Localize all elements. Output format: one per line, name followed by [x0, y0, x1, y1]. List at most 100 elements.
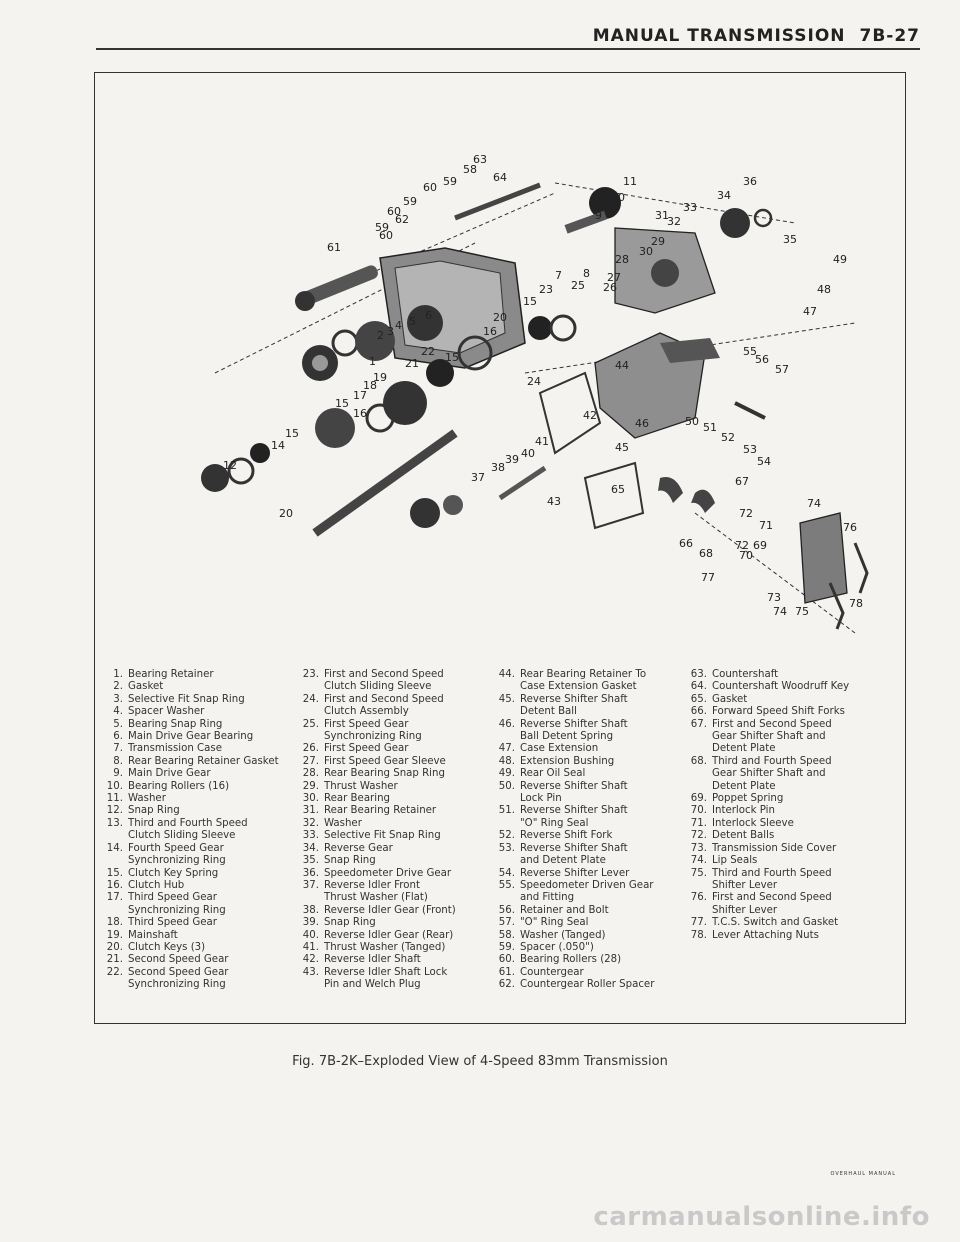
legend-item-number: 29. — [302, 780, 319, 792]
callout-number: 40 — [521, 447, 535, 460]
legend-item-text: Interlock Sleeve — [712, 817, 794, 829]
legend-item-text: First and Second Speed Clutch Assembly — [324, 693, 444, 718]
legend-item-text: Second Speed Gear — [128, 954, 229, 966]
legend-item: 18.Third Speed Gear — [101, 917, 291, 929]
shift-forks-shape — [658, 477, 715, 513]
legend-item-number: 25. — [302, 718, 319, 730]
callout-number: 59 — [375, 221, 389, 234]
legend-item-text: Speedometer Drive Gear — [324, 867, 452, 879]
legend-item-number: 54. — [498, 867, 515, 879]
callout-number: 15 — [335, 397, 349, 410]
legend-item-text: Bearing Retainer — [128, 669, 214, 680]
callout-number: 26 — [603, 281, 617, 294]
legend-item: 70.Interlock Pin — [685, 805, 903, 817]
legend-item-number: 60. — [498, 954, 515, 966]
legend-item-text: Transmission Side Cover — [712, 842, 837, 854]
legend-item-text: Rear Bearing Retainer — [324, 805, 437, 817]
legend-item: 32.Washer — [297, 818, 489, 830]
legend-item-number: 30. — [302, 793, 319, 805]
legend-item-number: 78. — [690, 929, 707, 941]
legend-item-text: Forward Speed Shift Forks — [712, 706, 845, 718]
legend-item-number: 9. — [113, 768, 123, 780]
legend-item: 76.First and Second Speed Shifter Lever — [685, 892, 903, 917]
callout-number: 59 — [443, 175, 457, 188]
legend-item-number: 4. — [113, 706, 123, 718]
callout-number: 11 — [623, 175, 637, 188]
legend-item-number: 33. — [302, 830, 319, 842]
callout-number: 30 — [639, 245, 653, 258]
legend-item-number: 53. — [498, 842, 515, 854]
callout-number: 4 — [395, 319, 402, 332]
mainshaft-gears-shape — [201, 305, 577, 492]
legend-item-text: Reverse Idler Shaft — [324, 954, 421, 966]
legend-item: 24. First and Second Speed Clutch Assembl… — [297, 694, 489, 719]
legend-item-number: 24. — [302, 693, 319, 705]
legend-item: 64.Countershaft Woodruff Key — [685, 681, 903, 693]
legend-item-text: Reverse Idler Shaft Lock Pin and Welch P… — [324, 966, 448, 991]
legend-item-number: 27. — [302, 755, 319, 767]
legend-item-text: Mainshaft — [128, 929, 178, 941]
legend-item: 39.Snap Ring — [297, 917, 489, 929]
legend-item: 3.Selective Fit Snap Ring — [101, 694, 291, 706]
legend-item-number: 73. — [690, 842, 707, 854]
legend-item-text: Reverse Gear — [324, 842, 393, 854]
callout-number: 24 — [527, 375, 541, 388]
legend-item-number: 59. — [498, 941, 515, 953]
callout-number: 68 — [699, 547, 713, 560]
legend-item-text: Snap Ring — [324, 917, 376, 929]
legend-item: 63.Countershaft — [685, 669, 903, 681]
legend-item-number: 18. — [106, 917, 123, 929]
legend-item-number: 41. — [302, 941, 319, 953]
legend-item-text: Reverse Shifter Shaft and Detent Plate — [520, 842, 628, 867]
legend-item-number: 23. — [302, 669, 319, 680]
callout-number: 14 — [271, 439, 285, 452]
legend-item: 14.Fourth Speed Gear Synchronizing Ring — [101, 843, 291, 868]
legend-item-text: Fourth Speed Gear Synchronizing Ring — [128, 842, 226, 867]
reverse-idler-shape — [410, 465, 547, 528]
callout-number: 12 — [223, 459, 237, 472]
legend-item: 42.Reverse Idler Shaft — [297, 954, 489, 966]
callout-number: 41 — [535, 435, 549, 448]
legend-item-number: 67. — [690, 718, 707, 730]
legend-item-text: Bearing Rollers (16) — [128, 780, 230, 792]
legend-item: 25.First Speed Gear Synchronizing Ring — [297, 719, 489, 744]
legend-item-number: 69. — [690, 793, 707, 805]
callout-number: 45 — [615, 441, 629, 454]
callout-number: 65 — [611, 483, 625, 496]
legend-item: 8.Rear Bearing Retainer Gasket — [101, 756, 291, 768]
callout-number: 19 — [373, 371, 387, 384]
legend-item-number: 34. — [302, 842, 319, 854]
callout-number: 25 — [571, 279, 585, 292]
callout-number: 20 — [279, 507, 293, 520]
legend-item-number: 75. — [690, 867, 707, 879]
callout-number: 72 — [735, 539, 749, 552]
callout-number: 59 — [403, 195, 417, 208]
callout-number: 47 — [803, 305, 817, 318]
legend-item-text: Clutch Keys (3) — [128, 941, 206, 953]
callout-number: 33 — [683, 201, 697, 214]
legend-item-text: Extension Bushing — [520, 755, 615, 767]
callout-number: 49 — [833, 253, 847, 266]
legend-item-text: Second Speed Gear Synchronizing Ring — [128, 966, 229, 991]
legend-item-text: Poppet Spring — [712, 793, 784, 805]
legend-item-number: 64. — [690, 681, 707, 693]
callout-number: 71 — [759, 519, 773, 532]
legend-item-text: Snap Ring — [324, 855, 376, 867]
legend-item-number: 3. — [113, 693, 123, 705]
legend-item-text: Countergear — [520, 966, 584, 978]
legend-item: 56.Retainer and Bolt — [493, 905, 679, 917]
callout-number: 51 — [703, 421, 717, 434]
callout-number: 16 — [353, 407, 367, 420]
legend-item: 22.Second Speed Gear Synchronizing Ring — [101, 967, 291, 992]
callout-number: 34 — [717, 189, 731, 202]
exploded-view-illustration: 6364585960596062596061111093334363132352… — [201, 153, 869, 634]
legend-item: 49.Rear Oil Seal — [493, 768, 679, 780]
callout-number: 56 — [755, 353, 769, 366]
legend-item: 54.Reverse Shifter Lever — [493, 868, 679, 880]
callout-number: 36 — [743, 175, 757, 188]
legend-item: 33.Selective Fit Snap Ring — [297, 830, 489, 842]
legend-item: 12.Snap Ring — [101, 805, 291, 817]
legend-item-text: Reverse Idler Gear (Front) — [324, 904, 456, 916]
